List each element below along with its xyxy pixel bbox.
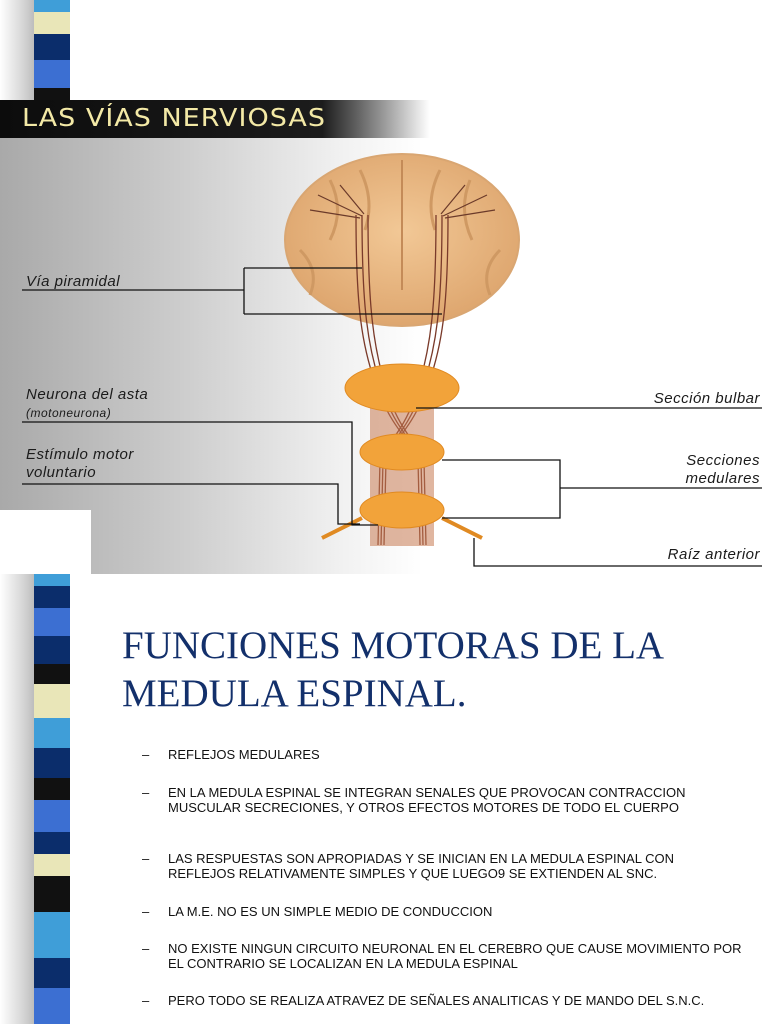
- label-neurona-asta: Neurona del asta: [26, 386, 149, 403]
- bullet-text: LA M.E. NO ES UN SIMPLE MEDIO DE CONDUCC…: [168, 904, 493, 919]
- bullet-dash: –: [142, 785, 150, 800]
- stripe-shade: [0, 0, 34, 100]
- stripe-block: [34, 12, 70, 35]
- stripe-block: [34, 34, 70, 61]
- stripe-block: [34, 832, 70, 855]
- spinal-cord-diagram: [22, 153, 762, 567]
- bullet-dash: –: [142, 941, 150, 956]
- stripe-block: [34, 88, 70, 100]
- bulbar-section: [344, 363, 460, 413]
- bullet-text: NO EXISTE NINGUN CIRCUITO NEURONAL EN EL…: [168, 941, 742, 971]
- anterior-roots: [321, 516, 483, 540]
- stripe-block: [34, 778, 70, 801]
- slide-title: FUNCIONES MOTORAS DE LA MEDULA ESPINAL.: [122, 624, 662, 715]
- bullet-text: PERO TODO SE REALIZA ATRAVEZ DE SEÑALES …: [168, 993, 705, 1008]
- medullary-section-lower: [359, 491, 445, 529]
- stripe-block: [34, 586, 70, 609]
- leader-lines: [22, 267, 762, 567]
- bullet-text: LAS RESPUESTAS SON APROPIADAS Y SE INICI…: [168, 851, 674, 881]
- stripe-shade: [0, 574, 34, 1024]
- list-item: – REFLEJOS MEDULARES: [142, 747, 742, 763]
- label-motoneurona: (motoneurona): [26, 406, 112, 420]
- stripe-block: [34, 988, 70, 1024]
- decorative-stripe-bottom: [0, 574, 90, 1024]
- label-estimulo-motor: Estímulo motor: [26, 446, 134, 463]
- stripe-block: [34, 912, 70, 959]
- list-item: – NO EXISTE NINGUN CIRCUITO NEURONAL EN …: [142, 941, 742, 971]
- list-item: – LAS RESPUESTAS SON APROPIADAS Y SE INI…: [142, 851, 742, 881]
- stripe-block: [34, 636, 70, 665]
- bullet-dash: –: [142, 993, 150, 1008]
- stripe-block: [34, 854, 70, 877]
- white-corner-block: [0, 510, 91, 574]
- bullet-dash: –: [142, 747, 150, 762]
- list-item: – PERO TODO SE REALIZA ATRAVEZ DE SEÑALE…: [142, 993, 742, 1009]
- label-secciones: Secciones: [686, 452, 760, 469]
- label-seccion-bulbar: Sección bulbar: [653, 390, 760, 407]
- stripe-block: [34, 718, 70, 749]
- stripe-block: [34, 876, 70, 913]
- label-via-piramidal: Vía piramidal: [26, 273, 121, 290]
- stripe-block: [34, 958, 70, 989]
- label-medulares: medulares: [685, 470, 760, 487]
- label-raiz-anterior: Raíz anterior: [667, 546, 760, 563]
- list-item: – EN LA MEDULA ESPINAL SE INTEGRAN SENAL…: [142, 785, 742, 815]
- stripe-block: [34, 664, 70, 685]
- figure-title-bar: LAS VÍAS NERVIOSAS: [0, 100, 430, 138]
- bullet-dash: –: [142, 904, 150, 919]
- label-voluntario: voluntario: [26, 464, 97, 481]
- brain-section: [284, 153, 520, 327]
- bullet-text: EN LA MEDULA ESPINAL SE INTEGRAN SENALES…: [168, 785, 686, 815]
- stripe-block: [34, 60, 70, 89]
- stripe-block: [34, 800, 70, 833]
- nerve-pathways-figure: LAS VÍAS NERVIOSAS: [0, 100, 768, 574]
- stripe-block: [34, 748, 70, 779]
- decorative-stripe-top: [0, 0, 90, 100]
- medullary-section-upper: [359, 433, 445, 471]
- bullet-text: REFLEJOS MEDULARES: [168, 747, 320, 762]
- stripe-block: [34, 684, 70, 719]
- stripe-block: [34, 608, 70, 637]
- figure-title: LAS VÍAS NERVIOSAS: [22, 104, 326, 133]
- list-item: – LA M.E. NO ES UN SIMPLE MEDIO DE CONDU…: [142, 904, 742, 920]
- bullet-dash: –: [142, 851, 150, 866]
